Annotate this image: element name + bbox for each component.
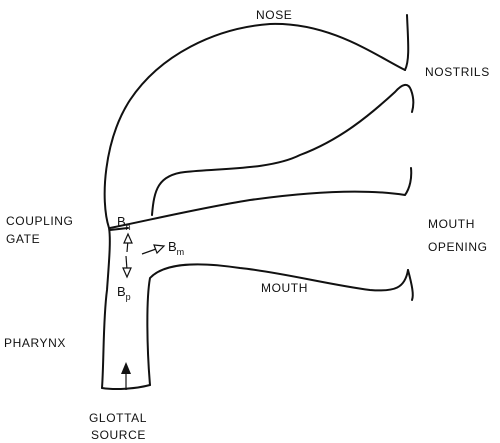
label-pharynx: PHARYNX	[4, 336, 66, 350]
label-nose: NOSE	[256, 8, 292, 22]
label-coupling-gate-2: GATE	[6, 232, 40, 246]
symbol-bp: Bp	[117, 284, 131, 302]
bp-arrow-head	[123, 268, 131, 277]
bn-arrow-head	[124, 234, 132, 243]
label-glottal-source-1: GLOTTAL	[89, 411, 147, 425]
label-glottal-source-2: SOURCE	[91, 428, 146, 442]
label-nostrils: NOSTRILS	[425, 65, 490, 79]
label-mouth-opening-1: MOUTH	[428, 217, 475, 231]
label-mouth: MOUTH	[261, 281, 308, 295]
label-mouth-opening-2: OPENING	[428, 240, 488, 254]
bm-arrow-head	[154, 245, 164, 253]
nose-lip	[405, 15, 408, 70]
label-coupling-gate-1: COUPLING	[6, 214, 73, 228]
symbol-bm: Bm	[168, 239, 184, 257]
bm-arrow-shaft	[142, 249, 156, 254]
glottal-source-arrow-head	[121, 362, 131, 374]
mouth-opening-lip	[408, 270, 413, 300]
